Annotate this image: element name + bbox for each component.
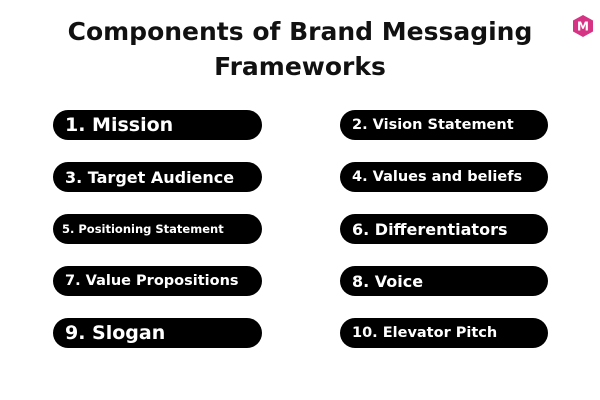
component-slogan: 9. Slogan — [53, 318, 262, 348]
page-title: Components of Brand Messaging Frameworks — [0, 14, 600, 84]
component-positioning-statement: 5. Positioning Statement — [53, 214, 262, 244]
title-line-2: Frameworks — [214, 52, 386, 81]
m-logo-icon: M — [572, 14, 594, 38]
component-mission: 1. Mission — [53, 110, 262, 140]
component-values-and-beliefs: 4. Values and beliefs — [340, 162, 548, 192]
component-value-propositions: 7. Value Propositions — [53, 266, 262, 296]
title-line-1: Components of Brand Messaging — [67, 17, 533, 46]
component-target-audience: 3. Target Audience — [53, 162, 262, 192]
logo-letter: M — [577, 20, 589, 34]
component-voice: 8. Voice — [340, 266, 548, 296]
component-vision-statement: 2. Vision Statement — [340, 110, 548, 140]
component-differentiators: 6. Differentiators — [340, 214, 548, 244]
m-logo-shape: M — [573, 15, 593, 37]
component-elevator-pitch: 10. Elevator Pitch — [340, 318, 548, 348]
